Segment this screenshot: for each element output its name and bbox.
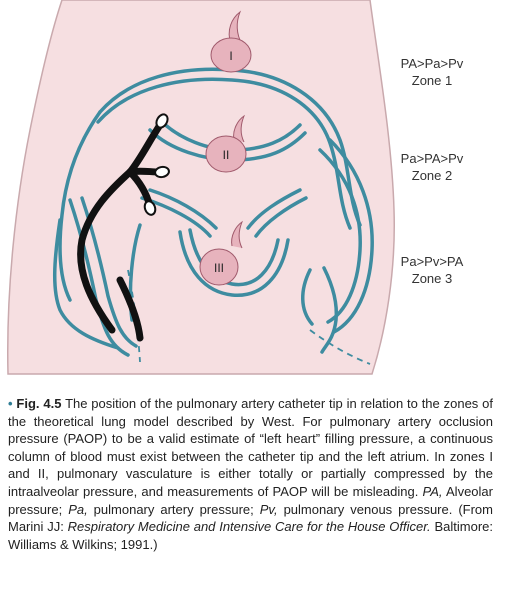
zone-3-numeral: III — [214, 261, 224, 275]
abbr-pa-arterial: Pa, — [68, 501, 88, 517]
alveolus-zone-2 — [205, 114, 247, 173]
zone-3-relation: Pa>Pv>PA — [400, 254, 464, 269]
zone-1-numeral: I — [229, 49, 232, 63]
abbr-pa: PA, — [422, 483, 443, 499]
caption-text-3: pulmonary artery pressure; — [87, 501, 260, 517]
west-zones-diagram: I II III — [7, 0, 396, 375]
zone-3-name: Zone 3 — [411, 271, 453, 286]
alveolus-zone-1 — [210, 10, 252, 73]
zone-1-label: PA>Pa>Pv Zone 1 — [382, 55, 482, 89]
zone-1-name: Zone 1 — [411, 73, 453, 88]
caption-text-5: Baltimore: Williams & Wilkins; 1991.) — [8, 519, 493, 552]
zone-2-numeral: II — [223, 148, 230, 162]
source-title: Respiratory Medicine and Intensive Care … — [67, 519, 431, 535]
caption-bullet: • — [8, 396, 13, 411]
caption-text-4: pulmonary venous pressure. (From Marini … — [8, 501, 493, 535]
abbr-pv: Pv, — [259, 501, 278, 517]
zone-3-label: Pa>Pv>PA Zone 3 — [382, 253, 482, 287]
vessel-network — [53, 67, 374, 357]
caption-text-1: The position of the pulmonary artery cat… — [8, 396, 493, 499]
figure-number: Fig. 4.5 — [16, 396, 62, 411]
alveolus-zone-3 — [199, 220, 244, 286]
caption-text-2: Alveolar pressure; — [8, 483, 493, 517]
figure-caption: • Fig. 4.5 The position of the pulmonary… — [8, 395, 493, 553]
zone-2-label: Pa>PA>Pv Zone 2 — [382, 150, 482, 184]
zone-2-name: Zone 2 — [411, 168, 453, 183]
zone-1-relation: PA>Pa>Pv — [400, 56, 464, 71]
zone-2-relation: Pa>PA>Pv — [400, 151, 464, 166]
